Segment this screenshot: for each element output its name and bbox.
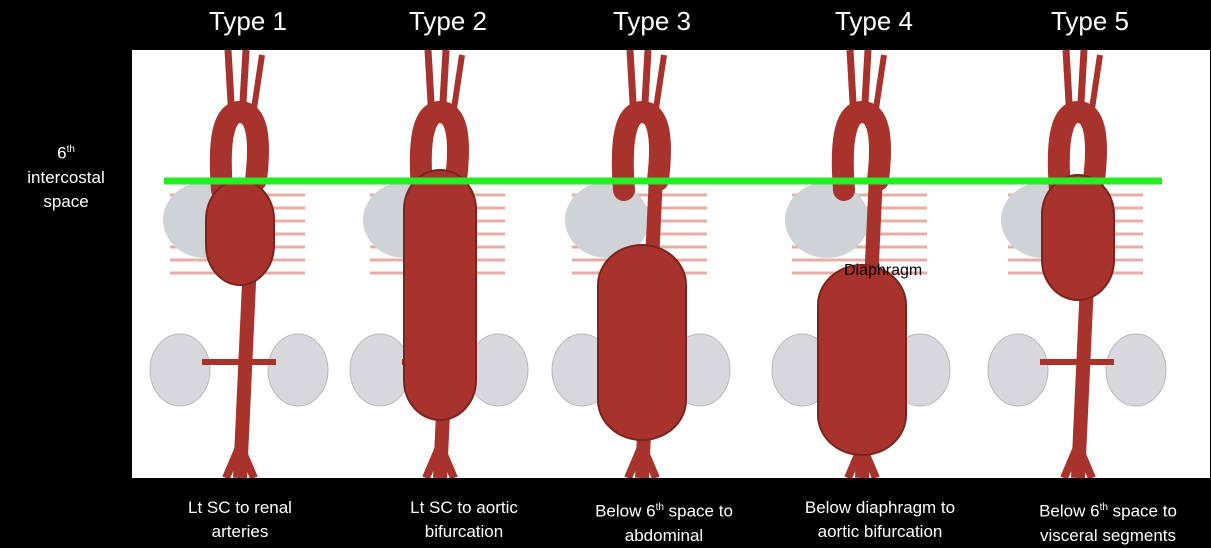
type-5-caption-line2: visceral segments: [1008, 524, 1208, 548]
intercostal-label: 6th intercostal space: [10, 138, 122, 214]
type-5-caption-pre: Below 6: [1039, 502, 1099, 521]
type-3-title: Type 3: [572, 6, 732, 37]
type-5-caption: Below 6th space to visceral segments: [1008, 496, 1208, 548]
right-kidney-5: [1106, 334, 1166, 406]
aneurysm-4: [818, 265, 906, 455]
type-2-title: Type 2: [368, 6, 528, 37]
aneurysm-3: [598, 245, 686, 440]
type-2-caption: Lt SC to aortic bifurcation: [364, 496, 564, 544]
type-3-caption-sup: th: [656, 502, 664, 513]
intercostal-line3: space: [10, 190, 122, 214]
type-3-caption-line2: abdominal: [564, 524, 764, 548]
left-kidney-1: [150, 334, 210, 406]
aneurysm-2: [404, 170, 476, 420]
type-3-caption: Below 6th space to abdominal: [564, 496, 764, 548]
type-4-caption: Below diaphragm to aortic bifurcation: [780, 496, 980, 544]
type-5-caption-line1: Below 6th space to: [1008, 496, 1208, 524]
left-kidney-2: [350, 334, 410, 406]
type-4-title: Type 4: [794, 6, 954, 37]
type-1-title: Type 1: [168, 6, 328, 37]
type-1-caption-line1: Lt SC to renal: [140, 496, 340, 520]
type-5-title: Type 5: [1010, 6, 1170, 37]
intercostal-sup: th: [67, 144, 75, 155]
type-2-caption-line2: bifurcation: [364, 520, 564, 544]
type-3-caption-pre: Below 6: [595, 502, 655, 521]
intercostal-num: 6: [57, 144, 66, 163]
type-2-caption-line1: Lt SC to aortic: [364, 496, 564, 520]
aorta-illustration-panel: [132, 50, 1210, 478]
aneurysm-5: [1042, 175, 1114, 300]
type-5-caption-post: space to: [1108, 502, 1177, 521]
right-kidney-1: [268, 334, 328, 406]
type-3-caption-post: space to: [664, 502, 733, 521]
aorta-illustrations: [132, 50, 1210, 478]
heart-4: [785, 182, 869, 258]
left-kidney-5: [988, 334, 1048, 406]
intercostal-line2: intercostal: [10, 166, 122, 190]
type-1-caption: Lt SC to renal arteries: [140, 496, 340, 544]
type-4-caption-line2: aortic bifurcation: [780, 520, 980, 544]
aneurysm-1: [206, 180, 274, 285]
type-1-caption-line2: arteries: [140, 520, 340, 544]
diaphragm-label: Diaphragm: [844, 262, 922, 280]
type-4-caption-line1: Below diaphragm to: [780, 496, 980, 520]
type-5-caption-sup: th: [1100, 502, 1108, 513]
type-3-caption-line1: Below 6th space to: [564, 496, 764, 524]
